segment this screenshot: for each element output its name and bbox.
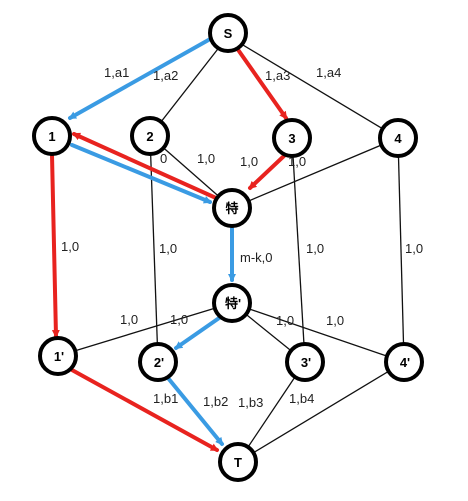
node-1-label: 1 — [48, 129, 55, 144]
edge-4-4prime — [397, 137, 405, 363]
node-2prime-label: 2' — [154, 355, 164, 370]
node-3prime-label: 3' — [301, 355, 311, 370]
edge-3prime-t — [237, 361, 306, 463]
node-3: 3 — [272, 118, 312, 158]
label-sp-2prime: 1,0 — [170, 312, 188, 327]
node-4prime: 4' — [384, 342, 424, 382]
label-sp-1prime: 1,0 — [120, 312, 138, 327]
blue-path — [68, 36, 236, 446]
edge-4-special — [231, 137, 399, 209]
edge-labels: 1,a1 1,a2 1,a3 1,a4 0 1,0 1,0 1,0 1,0 1,… — [61, 65, 423, 410]
blue-edge-special-prime-2prime — [174, 314, 224, 350]
node-4: 4 — [378, 118, 418, 158]
label-4-4prime: 1,0 — [405, 241, 423, 256]
edge-2-2prime — [149, 135, 159, 363]
label-1-1prime: 1,0 — [61, 239, 79, 254]
label-sp-4prime: 1,0 — [326, 313, 344, 328]
node-1: 1 — [32, 116, 72, 156]
node-4prime-label: 4' — [400, 355, 410, 370]
label-1prime-t: 1,b1 — [153, 391, 178, 406]
node-special: 特 — [212, 188, 252, 228]
edge-s-4 — [227, 35, 399, 139]
edge-s-2 — [149, 35, 229, 137]
node-special-prime: 特' — [212, 283, 252, 323]
node-3prime: 3' — [285, 342, 325, 382]
edge-3-3prime — [291, 137, 306, 363]
red-edge-1prime-t — [70, 368, 219, 452]
blue-edge-1-special — [70, 143, 212, 204]
edge-special-prime-4prime — [231, 302, 405, 363]
blue-edge-s-1 — [68, 36, 214, 120]
label-3prime-t: 1,b3 — [238, 395, 263, 410]
label-2prime-t: 1,b2 — [203, 394, 228, 409]
node-2prime: 2' — [138, 342, 178, 382]
node-4-label: 4 — [394, 131, 402, 146]
red-path — [50, 42, 288, 452]
node-3-label: 3 — [288, 131, 295, 146]
label-s-4: 1,a4 — [316, 65, 341, 80]
red-edge-s-3 — [232, 42, 288, 120]
edge-4prime-t — [237, 361, 405, 463]
nodes: S 1 2 3 4 特 特' 1' — [32, 13, 424, 482]
red-edge-special-1 — [72, 132, 218, 200]
node-special-label: 特 — [225, 201, 238, 216]
node-s-label: S — [224, 26, 233, 41]
label-4prime-t: 1,b4 — [289, 391, 314, 406]
label-s-2: 1,a2 — [153, 68, 178, 83]
blue-edge-2prime-t — [166, 376, 224, 446]
label-3-3prime: 1,0 — [306, 241, 324, 256]
label-2-special: 1,0 — [197, 151, 215, 166]
label-sp-3prime: 1,0 — [276, 313, 294, 328]
node-t: T — [218, 442, 258, 482]
node-t-label: T — [234, 455, 242, 470]
red-edge-3-special — [248, 153, 287, 190]
red-edge-1-1prime — [50, 153, 60, 338]
edge-special-prime-1prime — [57, 302, 233, 357]
node-special-prime-label: 特' — [225, 296, 241, 311]
label-special-special-prime: m-k,0 — [240, 250, 273, 265]
label-2-2prime: 1,0 — [159, 241, 177, 256]
node-2: 2 — [130, 116, 170, 156]
node-1prime: 1' — [38, 336, 78, 376]
node-2-label: 2 — [146, 129, 153, 144]
label-1-special: 0 — [160, 151, 167, 166]
node-s: S — [208, 13, 248, 53]
label-3-special: 1,0 — [240, 154, 258, 169]
label-s-3: 1,a3 — [265, 68, 290, 83]
label-s-1: 1,a1 — [104, 65, 129, 80]
node-1prime-label: 1' — [54, 349, 64, 364]
